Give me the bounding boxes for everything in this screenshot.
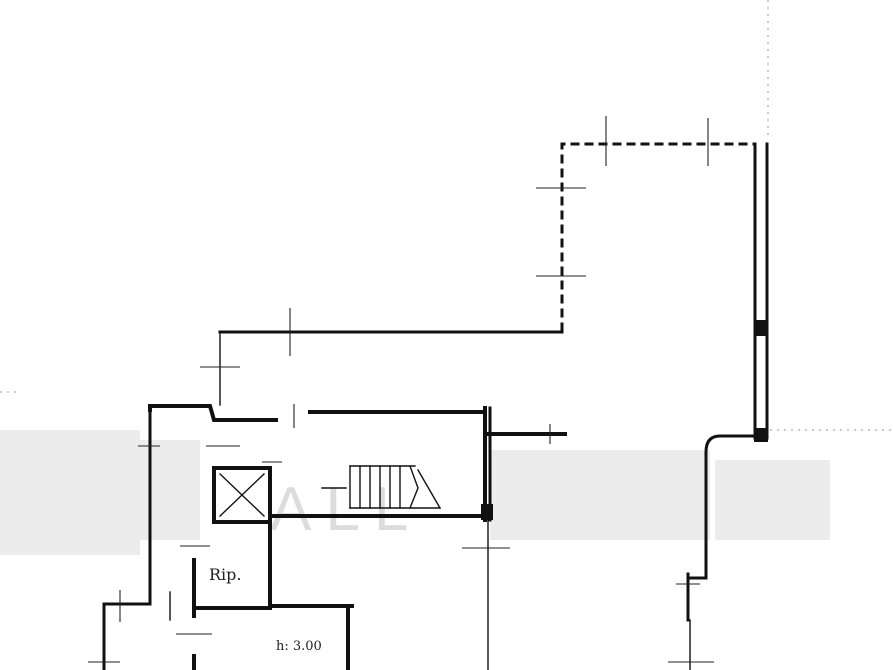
watermark-band: ALL [0, 430, 830, 555]
terrace-outline [200, 116, 757, 406]
stair-treads [321, 465, 441, 509]
lower-rooms [88, 404, 354, 670]
storage-label: Rip. [209, 565, 242, 584]
reference-lines [0, 0, 893, 431]
ceiling-height-label: h: 3.00 [276, 639, 322, 654]
right-wall [668, 142, 769, 670]
elevator-shaft [212, 466, 272, 524]
watermark-text: ALL [270, 475, 422, 544]
